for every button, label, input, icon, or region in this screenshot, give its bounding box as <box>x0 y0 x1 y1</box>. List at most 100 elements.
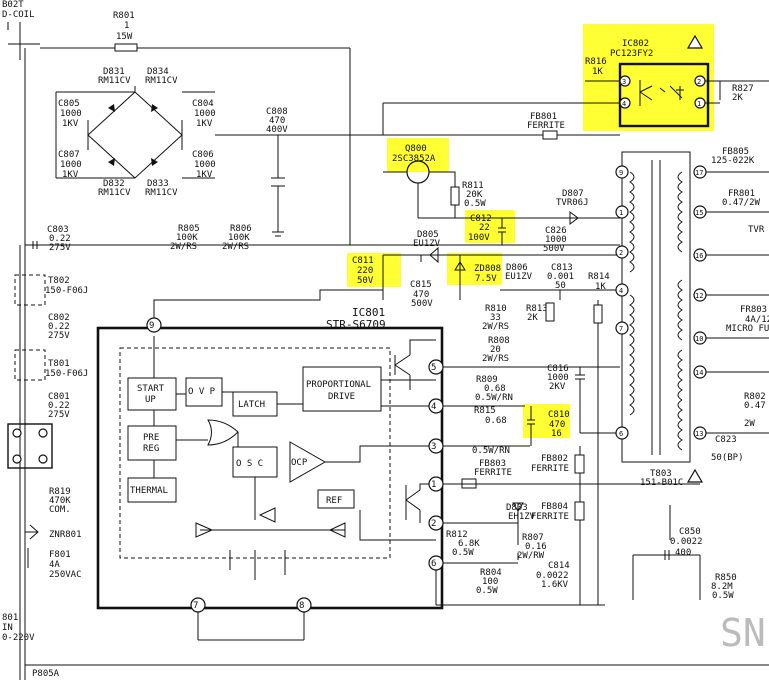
secondary-wires <box>706 171 769 434</box>
c813-ref: C813 <box>551 263 573 273</box>
start-up-label-2: UP <box>145 395 156 405</box>
c811-voltage: 50V <box>357 276 374 286</box>
proportional-drive-block <box>302 366 382 412</box>
t803-pin-l0: 9 <box>619 169 623 177</box>
fb-wires <box>436 446 700 575</box>
c811-value: 220 <box>357 266 373 276</box>
t801-part: 150-F06J <box>45 369 88 379</box>
c808-voltage: 400V <box>266 125 288 135</box>
r802-ref: R802 <box>744 392 766 402</box>
ic801-ref: IC801 <box>352 306 385 319</box>
c808-ref: C808 <box>266 107 288 117</box>
c826-value: 1000 <box>545 235 567 245</box>
r802-value: 0.47 <box>744 401 766 411</box>
c803-value: 0.22 <box>49 234 71 244</box>
c810-voltage: 16 <box>551 429 562 439</box>
prereg-label: PRE <box>143 433 159 443</box>
fb805-ref: FB805 <box>722 147 749 157</box>
c812-ref: C812 <box>470 214 492 224</box>
ocp-label: OCP <box>291 458 308 468</box>
r850-value: 8.2M <box>711 582 733 592</box>
r850-ref: R850 <box>715 573 737 583</box>
d803-part: EH1ZV <box>508 512 536 522</box>
c805-ref: C805 <box>58 99 80 109</box>
ic802-internals <box>639 80 684 106</box>
t803-pin-r2: 16 <box>695 252 703 260</box>
fb801-ref: FB801 <box>530 112 557 122</box>
r801-ref: R801 <box>113 11 135 21</box>
r806-ref: R806 <box>230 224 252 234</box>
c823-value: 50(BP) <box>711 453 744 463</box>
c812-symbol <box>498 218 506 245</box>
f801-ref: F801 <box>49 550 71 560</box>
r816-value: 1K <box>592 67 603 77</box>
t802-ref: T802 <box>48 276 70 286</box>
buffers <box>195 507 346 538</box>
r806-value: 100K <box>228 233 250 243</box>
or-gate <box>207 419 239 446</box>
lower-primary-wires <box>435 330 605 606</box>
t803-pin-l4: 7 <box>619 325 623 333</box>
t803-pin-r4: 10 <box>695 335 703 343</box>
c801-voltage: 275V <box>48 410 70 420</box>
c813-voltage: 50 <box>555 281 566 291</box>
switch-contact <box>38 428 48 438</box>
ic801-pin-3: 3 <box>431 442 436 452</box>
fb803-type: FERRITE <box>474 468 512 478</box>
d833-ref: D833 <box>147 179 169 189</box>
d832-part: RM11CV <box>98 188 131 198</box>
d832-ref: D832 <box>103 179 125 189</box>
q800-part: 2SC3852A <box>392 154 436 164</box>
top-left-coil: D-COIL <box>2 10 35 20</box>
c814-ref: C814 <box>548 561 570 571</box>
r806-spec: 2W/RS <box>222 242 249 252</box>
c810-value: 470 <box>549 420 565 430</box>
fr803-part: MICRO FU <box>726 324 769 334</box>
t803-ref: T803 <box>650 469 672 479</box>
switch-contact <box>38 454 48 464</box>
bridge-rectifier <box>55 86 215 179</box>
ref-block <box>317 489 355 509</box>
r801-resistor <box>114 43 138 52</box>
fr801-ref: FR801 <box>728 189 755 199</box>
ic801-pin-8: 8 <box>299 601 304 611</box>
ovp-block <box>185 377 223 407</box>
c801-ref: C801 <box>48 392 70 402</box>
latch-label: LATCH <box>238 400 265 410</box>
r804-spec: 0.5W <box>476 586 498 596</box>
c806-ref: C806 <box>192 150 214 160</box>
r827-value: 2K <box>732 93 743 103</box>
left-bus <box>19 48 620 680</box>
ic802-body <box>618 62 710 128</box>
left-filter-wires <box>19 524 769 666</box>
r808-spec: 2W/RS <box>482 354 509 364</box>
r819-ref: R819 <box>49 487 71 497</box>
c813-value: 0.001 <box>547 272 574 282</box>
r811-spec: 0.5W <box>464 199 486 209</box>
t803-pin-l1: 1 <box>619 209 623 217</box>
r815-spec: 0.5W/RN <box>472 446 510 456</box>
c850-voltage: 400 <box>675 548 691 558</box>
r805-ref: R805 <box>178 224 200 234</box>
r811-ref: R811 <box>462 181 484 191</box>
c815-value: 470 <box>413 290 429 300</box>
c804-ref: C804 <box>192 99 214 109</box>
aux-supply-wires <box>382 246 620 300</box>
bottom-left-a: 801 <box>2 613 18 623</box>
c850-wires <box>632 505 701 600</box>
c850-value: 0.0022 <box>670 537 703 547</box>
r813-resistor <box>545 302 555 322</box>
t803-core <box>651 160 661 455</box>
ic801-pin-9: 9 <box>149 321 154 331</box>
c812-value: 22 <box>479 223 490 233</box>
t803-part: 151-B01C <box>640 478 683 488</box>
ic801-pin-7: 7 <box>193 601 198 611</box>
t803-pin-l3: 4 <box>619 287 623 295</box>
ic801-internal-wires <box>153 336 436 580</box>
drive-label: DRIVE <box>328 392 355 402</box>
c805-voltage: 1KV <box>62 119 79 129</box>
thermal-label: THERMAL <box>130 486 168 496</box>
r819-value: 470K <box>49 496 71 506</box>
drive-transistor <box>394 339 436 390</box>
ic802-wires <box>349 80 769 245</box>
